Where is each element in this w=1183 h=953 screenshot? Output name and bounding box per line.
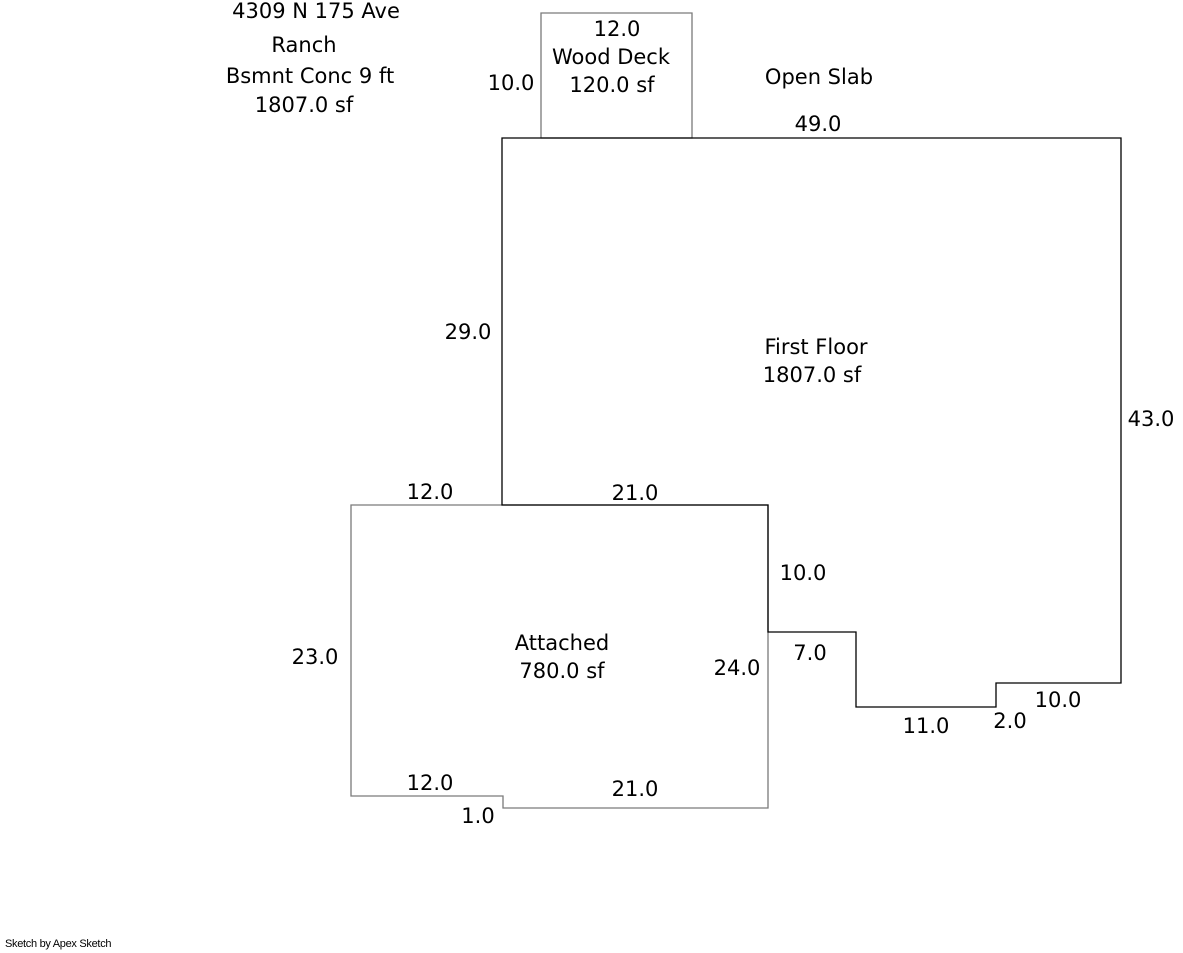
first-floor-outline bbox=[501, 137, 1122, 708]
dim-bottom-step: 2.0 bbox=[993, 709, 1026, 733]
dim-house-right: 43.0 bbox=[1128, 407, 1175, 431]
dim-house-left: 29.0 bbox=[445, 320, 492, 344]
attached-outline bbox=[350, 504, 769, 809]
dim-garage-bottom-left: 12.0 bbox=[407, 771, 454, 795]
dim-garage-left: 23.0 bbox=[292, 645, 339, 669]
dim-garage-bottom-right: 21.0 bbox=[612, 777, 659, 801]
dim-step-down: 10.0 bbox=[780, 561, 827, 585]
total-area-text: 1807.0 sf bbox=[255, 93, 354, 117]
dim-deck-left: 10.0 bbox=[488, 71, 535, 95]
dim-bottom-middle: 11.0 bbox=[903, 714, 950, 738]
first-floor-area: 1807.0 sf bbox=[763, 363, 862, 387]
dim-deck-top: 12.0 bbox=[594, 17, 641, 41]
first-floor-label: First Floor bbox=[764, 335, 867, 359]
basement-text: Bsmnt Conc 9 ft bbox=[226, 64, 394, 88]
wood-deck-area: 120.0 sf bbox=[569, 73, 655, 97]
dim-step-horizontal: 7.0 bbox=[793, 641, 826, 665]
address-text: 4309 N 175 Ave bbox=[232, 0, 400, 23]
dim-garage-top-left: 12.0 bbox=[407, 480, 454, 504]
dim-shared-wall: 21.0 bbox=[612, 481, 659, 505]
dim-garage-bottom-step: 1.0 bbox=[461, 804, 494, 828]
dim-house-top: 49.0 bbox=[795, 112, 842, 136]
attached-label: Attached bbox=[515, 631, 609, 655]
style-text: Ranch bbox=[271, 33, 336, 57]
open-slab-label: Open Slab bbox=[765, 65, 873, 89]
dim-garage-right: 24.0 bbox=[714, 656, 761, 680]
attached-area: 780.0 sf bbox=[519, 659, 605, 683]
dim-bottom-right-short: 10.0 bbox=[1035, 688, 1082, 712]
wood-deck-label: Wood Deck bbox=[552, 45, 671, 69]
sketch-credit: Sketch by Apex Sketch bbox=[5, 938, 112, 950]
